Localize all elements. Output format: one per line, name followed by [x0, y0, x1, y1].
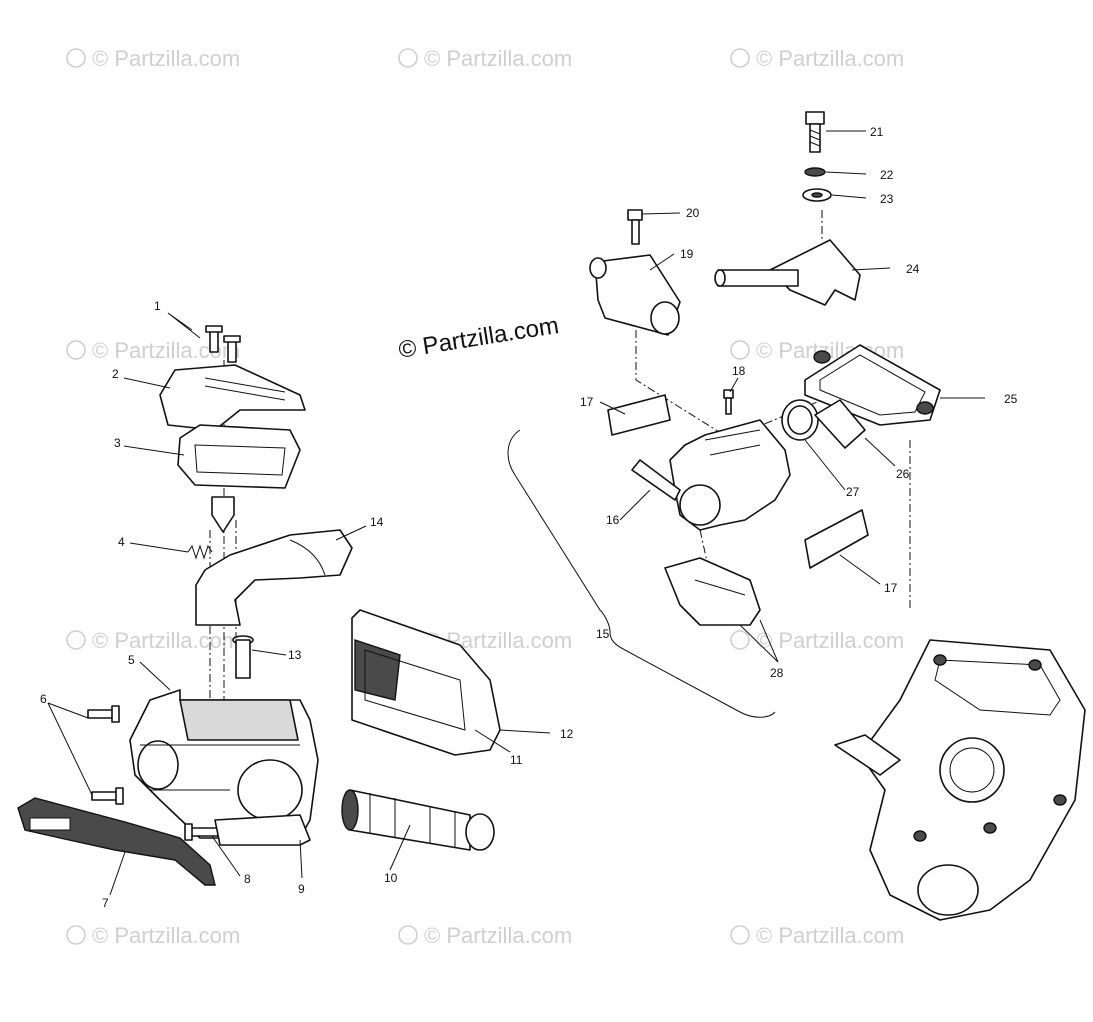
callout-16: 16 — [606, 513, 620, 527]
callout-18: 18 — [732, 364, 746, 378]
callout-5: 5 — [128, 653, 135, 667]
part-17-pad-upper — [607, 394, 671, 436]
callout-25: 25 — [1004, 392, 1018, 406]
left-assembly — [17, 325, 501, 886]
part-17-pad-lower — [804, 509, 869, 569]
part-23-washer — [802, 188, 832, 202]
right-assembly — [507, 111, 1086, 921]
copyright-text: © Partzilla.com — [397, 312, 561, 364]
callout-9: 9 — [298, 882, 305, 896]
callout-26: 26 — [896, 467, 910, 481]
callout-2: 2 — [112, 367, 119, 381]
part-2-cover — [159, 364, 306, 431]
part-16-pin — [631, 459, 681, 501]
leader-lines — [47, 130, 985, 896]
callout-17: 17 — [580, 395, 594, 409]
callout-20: 20 — [686, 206, 700, 220]
watermark: © Partzilla.com — [756, 628, 904, 653]
callout-8: 8 — [244, 872, 251, 886]
part-6-screws — [87, 705, 124, 805]
callout-24: 24 — [906, 262, 920, 276]
callout-6: 6 — [40, 692, 47, 706]
watermark: © Partzilla.com — [92, 923, 240, 948]
part-1-screws — [205, 325, 241, 363]
callout-27: 27 — [846, 485, 860, 499]
callout-15: 15 — [596, 627, 610, 641]
part-19-fitting — [589, 254, 681, 336]
part-20-screw — [627, 209, 643, 245]
callout-19: 19 — [680, 247, 694, 261]
part-18-screw — [723, 389, 734, 415]
watermarks: © Partzilla.com © Partzilla.com © Partzi… — [66, 46, 904, 948]
callout-23: 23 — [880, 192, 894, 206]
callout-10: 10 — [384, 871, 398, 885]
part-26-piston — [814, 399, 866, 449]
callout-13: 13 — [288, 648, 302, 662]
callout-28: 28 — [770, 666, 784, 680]
watermark: © Partzilla.com — [424, 923, 572, 948]
callout-labels: 1 2 3 4 5 6 7 8 9 10 11 12 13 14 15 16 1… — [40, 125, 1018, 910]
callout-17b: 17 — [884, 581, 898, 595]
watermark: © Partzilla.com — [92, 46, 240, 71]
part-28-pads — [664, 557, 761, 626]
part-13-pin — [232, 635, 254, 679]
part-14-lever — [195, 529, 353, 626]
callout-21: 21 — [870, 125, 884, 139]
watermark: © Partzilla.com — [756, 923, 904, 948]
part-24-bracket — [714, 239, 861, 306]
watermark: © Partzilla.com — [92, 628, 240, 653]
bracket-15 — [507, 429, 776, 718]
callout-12: 12 — [560, 727, 574, 741]
callout-14: 14 — [370, 515, 384, 529]
callout-1: 1 — [154, 299, 161, 313]
part-22-washer — [804, 167, 826, 177]
callout-3: 3 — [114, 436, 121, 450]
watermark: © Partzilla.com — [424, 46, 572, 71]
part-4-spring — [187, 544, 213, 560]
callout-7: 7 — [102, 896, 109, 910]
callout-11: 11 — [510, 753, 523, 767]
callout-22: 22 — [880, 168, 894, 182]
watermark: © Partzilla.com — [756, 46, 904, 71]
callout-4: 4 — [118, 535, 125, 549]
bulkhead-housing — [834, 639, 1086, 921]
part-9-bracket — [214, 814, 311, 846]
part-10-cylinder — [341, 789, 495, 851]
part-21-bolt — [805, 111, 825, 153]
